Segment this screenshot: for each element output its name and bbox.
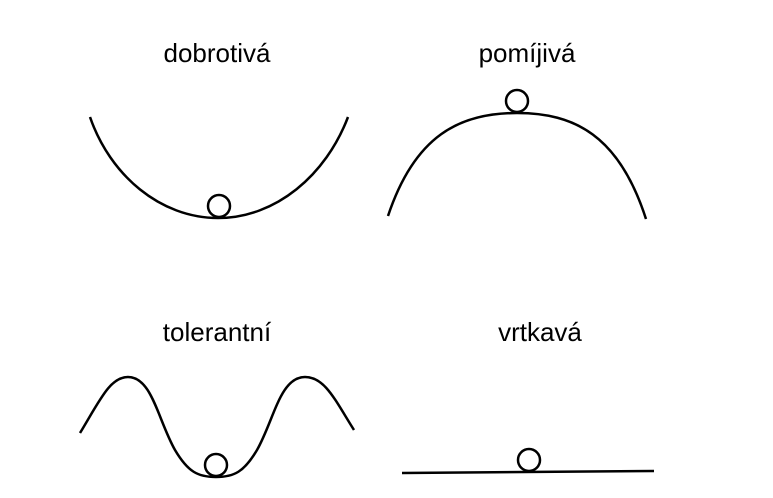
ball-on-flat (516, 447, 542, 473)
ball-in-valley (206, 193, 232, 219)
panel-label-vrtkava: vrtkavá (498, 317, 582, 347)
ball-in-double-hump-valley (203, 452, 229, 478)
panel-label-pomijiva: pomíjivá (478, 38, 576, 68)
ball-on-hill (504, 88, 530, 114)
panel-label-tolerantni: tolerantní (162, 317, 272, 347)
panel-label-dobrotiva: dobrotivá (163, 38, 271, 68)
hill-curve (386, 111, 648, 220)
